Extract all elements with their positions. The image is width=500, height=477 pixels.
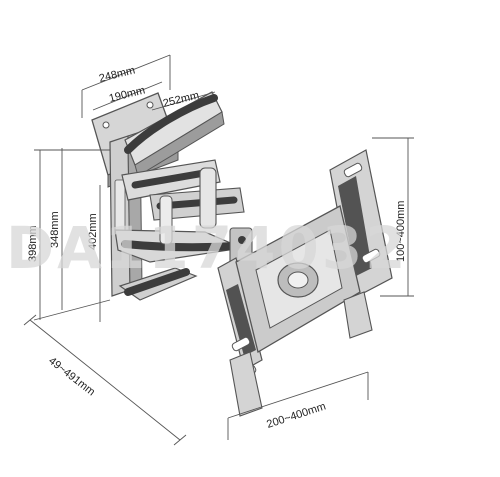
middle-arm [121,159,245,221]
lower-arm [114,229,245,301]
dim-total-height: 398mm [27,225,39,262]
arm-joints [159,167,253,269]
dim-extension: 49~491mm [46,355,97,399]
vesa-plate [217,149,393,417]
dim-vesa-horizontal: 200~400mm [265,400,327,430]
watermark: DA1174032 [6,214,409,282]
dim-vesa-vertical: 100~400mm [395,201,407,262]
upper-arm [124,91,225,177]
dimension-lines [23,54,414,446]
dim-mid-height: 348mm [49,211,61,248]
dim-arm-height: 402mm [87,213,99,250]
dim-top-width: 248mm [98,64,137,85]
